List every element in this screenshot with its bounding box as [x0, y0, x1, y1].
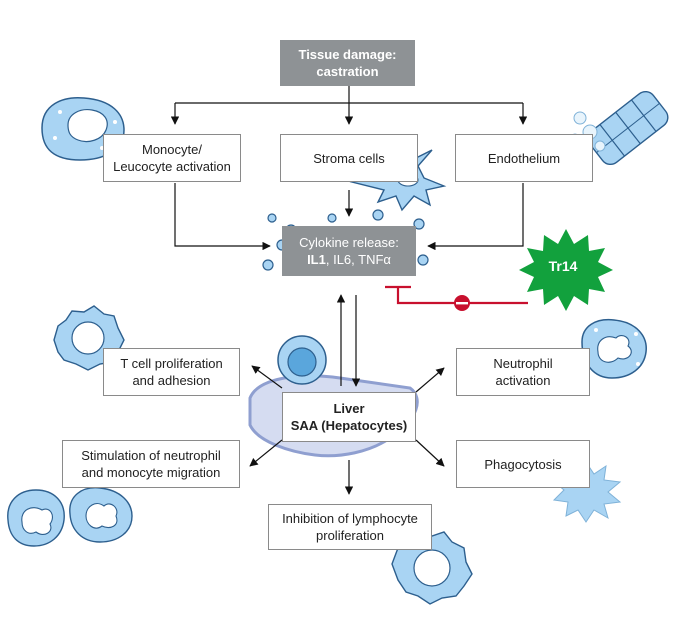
inhibition-line1: Inhibition of lymphocyte	[282, 511, 418, 526]
endothelium-cell-icon	[570, 90, 669, 166]
monocyte-line1: Monocyte/	[142, 142, 202, 157]
lymphocyte-inhibited-icon	[391, 531, 473, 605]
top-arrows	[170, 86, 528, 125]
phagocytosis-box: Phagocytosis	[456, 440, 590, 488]
stimulation-line1: Stimulation of neutrophil	[81, 448, 221, 463]
tissue-damage-line1: Tissue damage:	[298, 47, 397, 62]
tcell-proliferation-box: T cell proliferation and adhesion	[103, 348, 240, 396]
neutrophil-activation-box: Neutrophil activation	[456, 348, 590, 396]
neutrophil-line1: Neutrophil	[493, 356, 553, 371]
inhibition-line2: proliferation	[316, 528, 384, 543]
cytokine-line2: IL1, IL6, TNFα	[299, 251, 399, 268]
stroma-label: Stroma cells	[313, 150, 385, 166]
stroma-cells-box: Stroma cells	[280, 134, 418, 182]
cytokine-il1: IL1	[307, 252, 326, 267]
liver-line1: Liver	[333, 401, 365, 416]
inhibition-marker-bar	[456, 302, 468, 305]
lymphocyte-inhibition-box: Inhibition of lymphocyte proliferation	[268, 504, 432, 550]
cytokine-rest: , IL6, TNFα	[325, 252, 391, 267]
neutrophil-cell-icon	[581, 318, 647, 379]
cytokine-arrows	[174, 183, 524, 251]
liver-arrows	[249, 365, 445, 495]
cytokine-release-box: Cylokine release: IL1, IL6, TNFα	[282, 226, 416, 276]
tissue-damage-line2: castration	[316, 64, 379, 79]
migration-cells-icon	[7, 487, 133, 547]
tr14-label: Tr14	[548, 258, 578, 274]
tissue-damage-box: Tissue damage: castration	[280, 40, 415, 86]
liver-line2: SAA (Hepatocytes)	[290, 418, 408, 433]
cytokine-line1: Cylokine release:	[299, 235, 399, 250]
tcell-line1: T cell proliferation	[120, 356, 223, 371]
tcell-line2: and adhesion	[132, 373, 211, 388]
endothelium-box: Endothelium	[455, 134, 593, 182]
stimulation-line2: and monocyte migration	[81, 465, 221, 480]
monocyte-line2: Leucocyte activation	[113, 159, 231, 174]
endothelium-label: Endothelium	[487, 150, 561, 166]
stimulation-migration-box: Stimulation of neutrophil and monocyte m…	[62, 440, 240, 488]
phagocytosis-label: Phagocytosis	[484, 456, 562, 472]
tr14-inhibition	[385, 285, 528, 305]
liver-saa-box: Liver SAA (Hepatocytes)	[282, 392, 416, 442]
monocyte-activation-box: Monocyte/ Leucocyte activation	[103, 134, 241, 182]
tr14-starburst	[519, 229, 613, 311]
neutrophil-line2: activation	[495, 373, 551, 388]
cytokine-liver-arrows	[336, 294, 361, 387]
lymphocyte-icon	[277, 335, 327, 385]
